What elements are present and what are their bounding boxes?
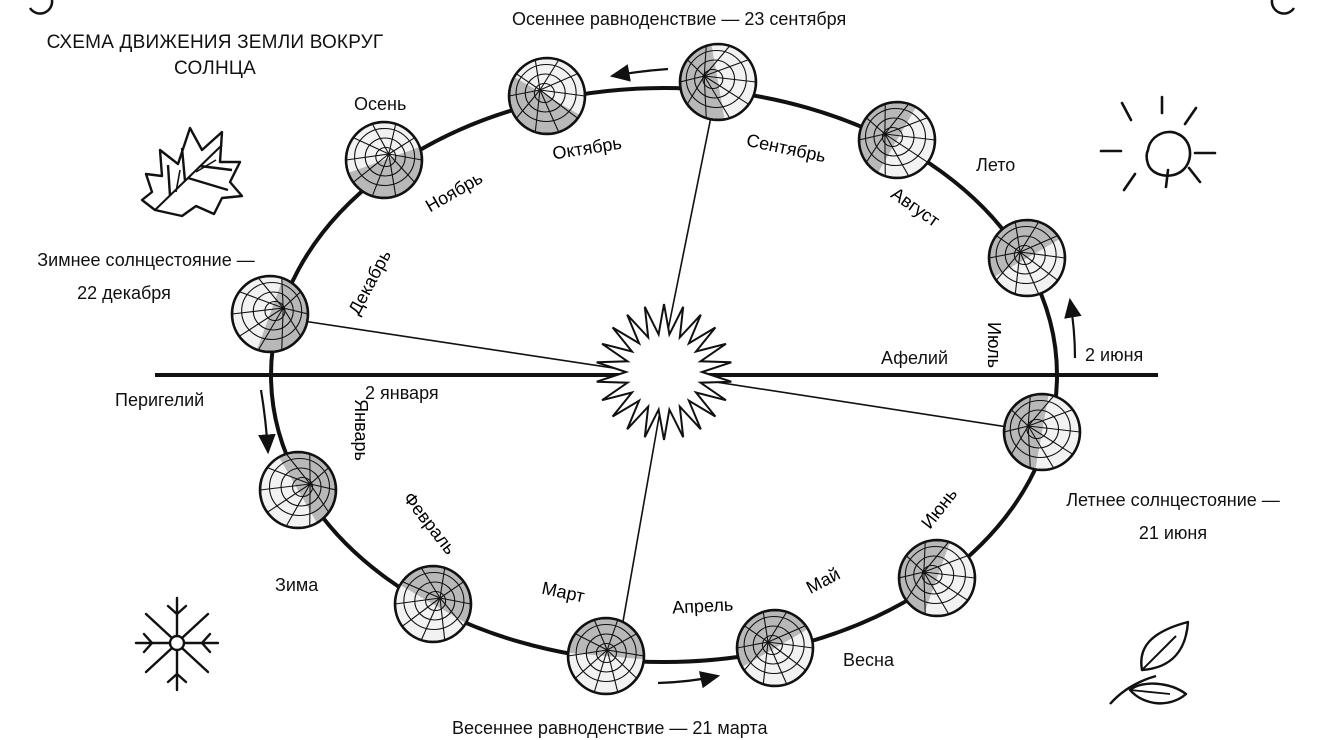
season-label-summer: Лето [976,154,1015,176]
spring-equinox-label: Весеннее равноденствие — 21 марта [452,717,767,739]
month-label-may: Май [803,564,844,598]
corner-arc-left [30,0,52,14]
month-label-march: Март [540,578,586,607]
aphelion-label: Афелий [881,347,948,369]
corner-arc-right [1272,0,1294,14]
summer-solstice-label-line2: 21 июня [1034,522,1312,544]
month-label-september: Сентябрь [745,130,828,166]
ray-winter-solstice [270,316,640,372]
winter-solstice-label-line1: Зимнее солнцестояние — [0,249,292,271]
leaf-icon [1110,622,1188,704]
month-label-february: Февраль [399,488,460,558]
month-label-november: Ноябрь [422,168,486,217]
month-label-june: Июнь [917,484,961,532]
orbit-direction-arrow-right [1070,300,1075,358]
summer-solstice-label-line1: Летнее солнцестояние — [1034,489,1312,511]
snowflake-icon [136,598,218,690]
aphelion-date-label: 2 июня [1085,344,1143,366]
month-label-april: Апрель [672,594,734,617]
ray-spring-equinox [618,400,662,650]
ray-autumn-equinox [664,82,718,350]
season-label-spring: Весна [843,649,894,671]
season-label-winter: Зима [275,574,318,596]
month-label-october: Октябрь [551,133,623,164]
ray-summer-solstice [690,378,1040,432]
month-label-july: Июль [984,322,1004,368]
maple-leaf-icon [142,128,242,216]
sun-icon [1101,97,1215,190]
orbit-direction-arrow-bottom [658,676,718,683]
sun [597,304,732,440]
perihelion-date-label: 2 января [365,382,439,404]
perihelion-label: Перигелий [115,389,204,411]
autumn-equinox-label: Осеннее равноденствие — 23 сентября [512,8,846,30]
month-label-december: Декабрь [344,247,395,318]
month-label-january: Январь [351,399,371,461]
orbit-direction-arrow-left [261,390,268,452]
season-label-autumn: Осень [354,93,406,115]
orbit-direction-arrow-top [612,69,668,76]
winter-solstice-label-line2: 22 декабря [0,282,248,304]
month-label-august: Август [888,183,944,230]
